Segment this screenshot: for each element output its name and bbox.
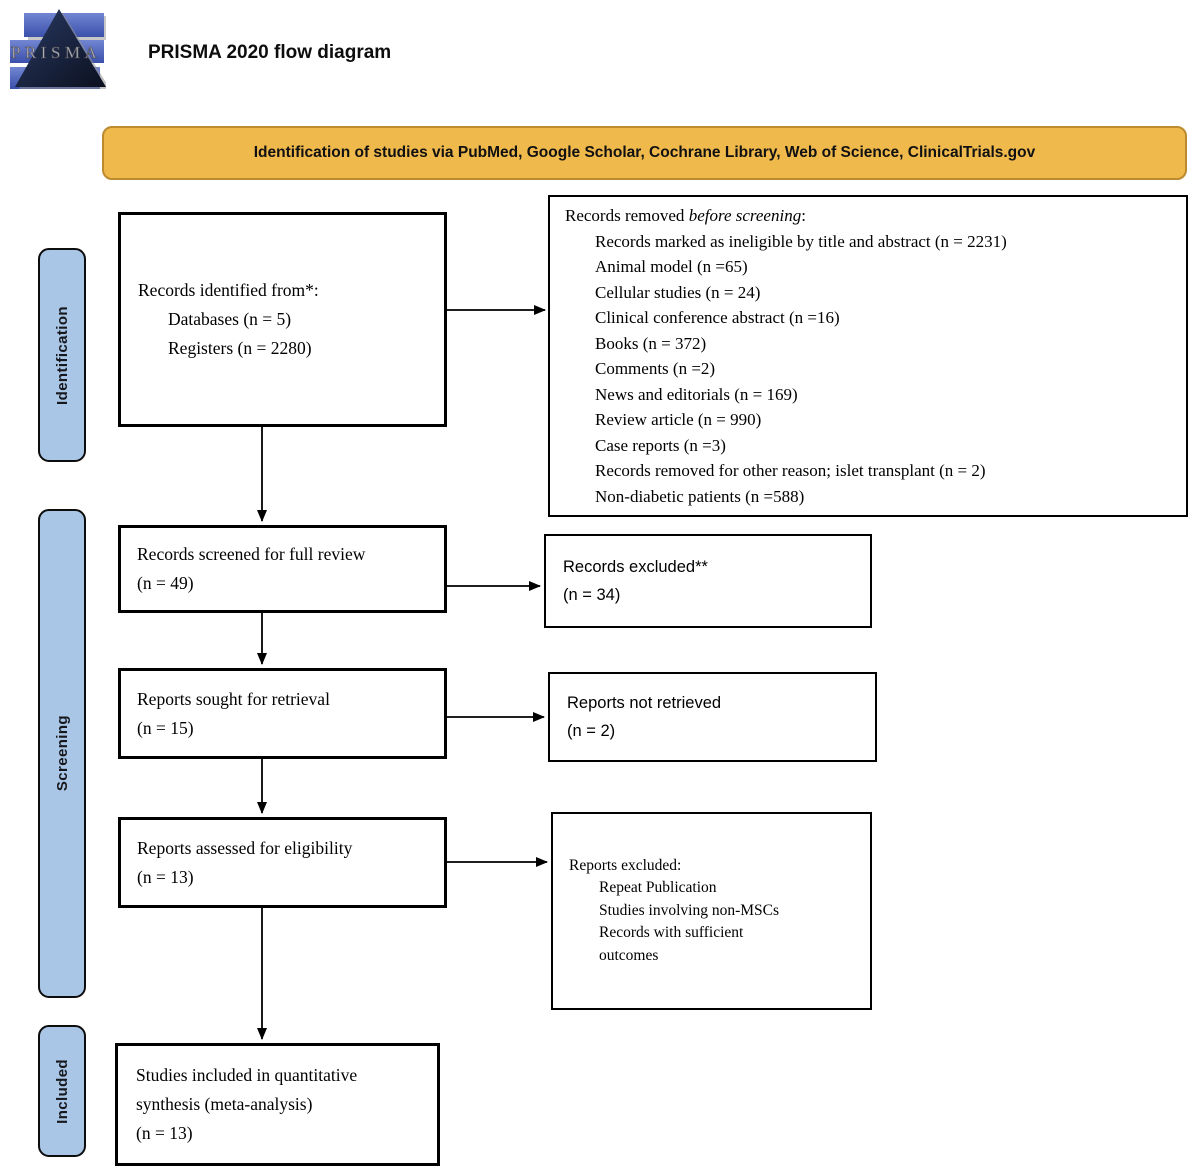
reports-excluded-item: Records with sufficient xyxy=(599,924,744,942)
records-screened-line1: Records screened for full review xyxy=(137,544,366,564)
reports-not-retrieved-line1: Reports not retrieved xyxy=(567,694,722,712)
stage-screening: Screening xyxy=(38,509,86,998)
stage-included: Included xyxy=(38,1025,86,1157)
banner-text: Identification of studies via PubMed, Go… xyxy=(253,144,1036,161)
records-removed-title: Records removed before screening: xyxy=(565,206,806,225)
records-excluded-line1: Records excluded** xyxy=(563,558,708,576)
stage-screening-label: Screening xyxy=(53,715,71,792)
studies-included-line2: synthesis (meta-analysis) xyxy=(136,1094,313,1114)
stage-identification-label: Identification xyxy=(53,305,71,405)
records-excluded-line2: (n = 34) xyxy=(563,586,621,604)
reports-assessed-line1: Reports assessed for eligibility xyxy=(137,837,353,858)
records-identified-databases: Databases (n = 5) xyxy=(168,309,292,329)
records-removed-item: Clinical conference abstract (n =16) xyxy=(595,308,840,327)
reports-sought-line2: (n = 15) xyxy=(137,717,194,738)
records-removed-item: Animal model (n =65) xyxy=(595,257,748,276)
box-records-excluded: Records excluded** (n = 34) xyxy=(544,534,872,628)
records-removed-title-italic: before screening xyxy=(688,206,802,225)
studies-included-line1: Studies included in quantitative xyxy=(136,1065,358,1085)
reports-not-retrieved-line2: (n = 2) xyxy=(567,722,616,740)
reports-excluded-item: outcomes xyxy=(599,946,659,964)
identification-banner: Identification of studies via PubMed, Go… xyxy=(102,126,1187,180)
box-reports-not-retrieved: Reports not retrieved (n = 2) xyxy=(548,672,877,762)
page-title: PRISMA 2020 flow diagram xyxy=(148,42,392,63)
box-studies-included: Studies included in quantitative synthes… xyxy=(115,1043,440,1166)
reports-excluded-title: Reports excluded: xyxy=(569,856,682,874)
reports-assessed-line2: (n = 13) xyxy=(137,866,194,887)
prisma-logo: PRISMA xyxy=(10,9,106,89)
logo-text: PRISMA xyxy=(11,43,101,62)
stage-included-label: Included xyxy=(53,1058,71,1124)
records-removed-item: Review article (n = 990) xyxy=(595,410,762,429)
stage-identification: Identification xyxy=(38,248,86,462)
box-records-screened: Records screened for full review (n = 49… xyxy=(118,525,447,613)
reports-sought-line1: Reports sought for retrieval xyxy=(137,688,330,709)
reports-excluded-item: Studies involving non-MSCs xyxy=(599,901,779,919)
records-identified-title: Records identified from*: xyxy=(138,280,319,300)
records-removed-item: News and editorials (n = 169) xyxy=(595,384,798,404)
records-removed-item: Cellular studies (n = 24) xyxy=(595,282,761,302)
box-reports-sought: Reports sought for retrieval (n = 15) xyxy=(118,668,447,759)
box-reports-assessed: Reports assessed for eligibility (n = 13… xyxy=(118,817,447,908)
records-screened-line2: (n = 49) xyxy=(137,573,194,593)
records-removed-item: Records removed for other reason; islet … xyxy=(595,461,986,480)
reports-excluded-item: Repeat Publication xyxy=(599,879,717,897)
records-identified-registers: Registers (n = 2280) xyxy=(168,338,312,358)
records-removed-item: Records marked as ineligible by title an… xyxy=(595,231,1007,251)
studies-included-line3: (n = 13) xyxy=(136,1123,193,1143)
records-removed-item: Case reports (n =3) xyxy=(595,435,726,455)
box-reports-excluded: Reports excluded: Repeat Publication Stu… xyxy=(551,812,872,1010)
records-removed-item: Non-diabetic patients (n =588) xyxy=(595,486,805,506)
logo-triangle xyxy=(15,9,106,87)
box-records-removed: Records removed before screening: Record… xyxy=(548,195,1188,517)
box-records-identified: Records identified from*: Databases (n =… xyxy=(118,212,447,427)
records-removed-item: Books (n = 372) xyxy=(595,333,707,353)
records-removed-item: Comments (n =2) xyxy=(595,359,716,378)
